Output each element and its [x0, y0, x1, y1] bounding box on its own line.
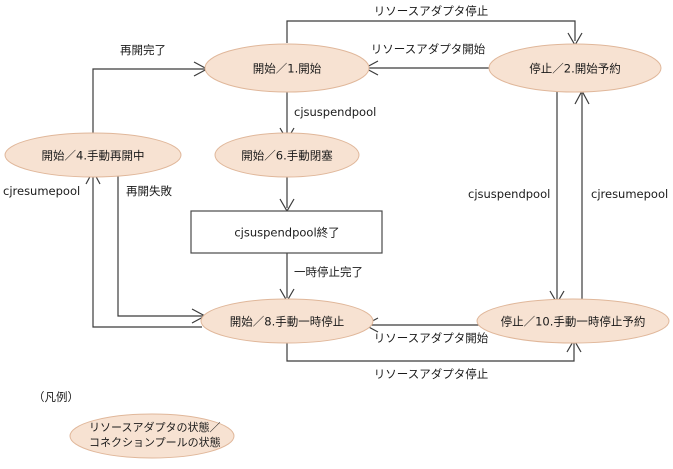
state-node-1-label: 開始／1.開始	[253, 62, 322, 76]
edge-label-cjsuspendpool-right: cjsuspendpool	[468, 187, 550, 201]
state-node-8-shape	[200, 298, 374, 344]
legend-caption: （凡例）	[33, 390, 79, 404]
state-node-8-label: 開始／8.手動一時停止	[230, 315, 344, 329]
edge-label-resume-failed: 再開失敗	[126, 184, 172, 198]
state-node-4-shape	[4, 132, 182, 178]
connector-suspend-to-box	[279, 172, 295, 213]
edge-label-cjresumepool-right: cjresumepool	[591, 187, 668, 201]
edge-label-ra-start-top: リソースアダプタ開始	[371, 42, 486, 56]
edge-label-ra-stop-bottom: リソースアダプタ停止	[374, 367, 488, 381]
connector-resume-complete	[92, 61, 209, 136]
connector-cjresumepool-right	[574, 89, 590, 303]
edge-label-ra-stop-top: リソースアダプタ停止	[374, 4, 488, 18]
connector-cjsuspendpool-right	[549, 91, 565, 305]
state-node-10-shape	[476, 298, 670, 344]
process-box-label: cjsuspendpool終了	[234, 226, 339, 240]
connector-ra-start-bottom	[363, 317, 489, 333]
legend-sample-node: リソースアダプタの状態／ コネクションプールの状態	[69, 413, 235, 459]
edge-label-resume-complete: 再開完了	[120, 43, 166, 57]
process-box-shape	[190, 210, 383, 254]
state-node-6-label: 開始／6.手動閉塞	[241, 149, 333, 163]
state-node-4-shudo-saikaichu[interactable]: 開始／4.手動再開中	[4, 132, 182, 178]
state-node-6-shudo-heisoku[interactable]: 開始／6.手動閉塞	[214, 132, 360, 178]
edge-label-pause-complete: 一時停止完了	[294, 265, 363, 279]
state-node-8-shudo-ichiji-teishi[interactable]: 開始／8.手動一時停止	[200, 298, 374, 344]
state-node-6-shape	[214, 132, 360, 178]
state-node-10-label: 停止／10.手動一時停止予約	[501, 315, 646, 329]
connector-pause-complete	[279, 253, 295, 303]
state-node-2-shape	[488, 43, 662, 93]
process-box-cjsuspendpool-end[interactable]: cjsuspendpool終了	[190, 210, 383, 254]
state-node-2-label: 停止／2.開始予約	[529, 62, 620, 76]
edge-label-cjsuspendpool-center: cjsuspendpool	[294, 105, 376, 119]
legend-line-1: リソースアダプタの状態／	[89, 420, 220, 434]
state-node-1-kaishi[interactable]: 開始／1.開始	[204, 43, 370, 93]
state-node-10-shudo-ichiji-teishi-yoyaku[interactable]: 停止／10.手動一時停止予約	[476, 298, 670, 344]
state-node-1-shape	[204, 43, 370, 93]
legend-sample-shape	[69, 413, 235, 459]
state-node-2-kaishi-yoyaku[interactable]: 停止／2.開始予約	[488, 43, 662, 93]
legend-line-2: コネクションプールの状態	[89, 435, 221, 449]
edge-label-ra-start-bottom: リソースアダプタ開始	[374, 331, 489, 345]
edge-label-cjresumepool-left: cjresumepool	[3, 184, 80, 198]
connector-ra-start-top	[363, 60, 489, 76]
state-node-4-label: 開始／4.手動再開中	[42, 149, 145, 163]
